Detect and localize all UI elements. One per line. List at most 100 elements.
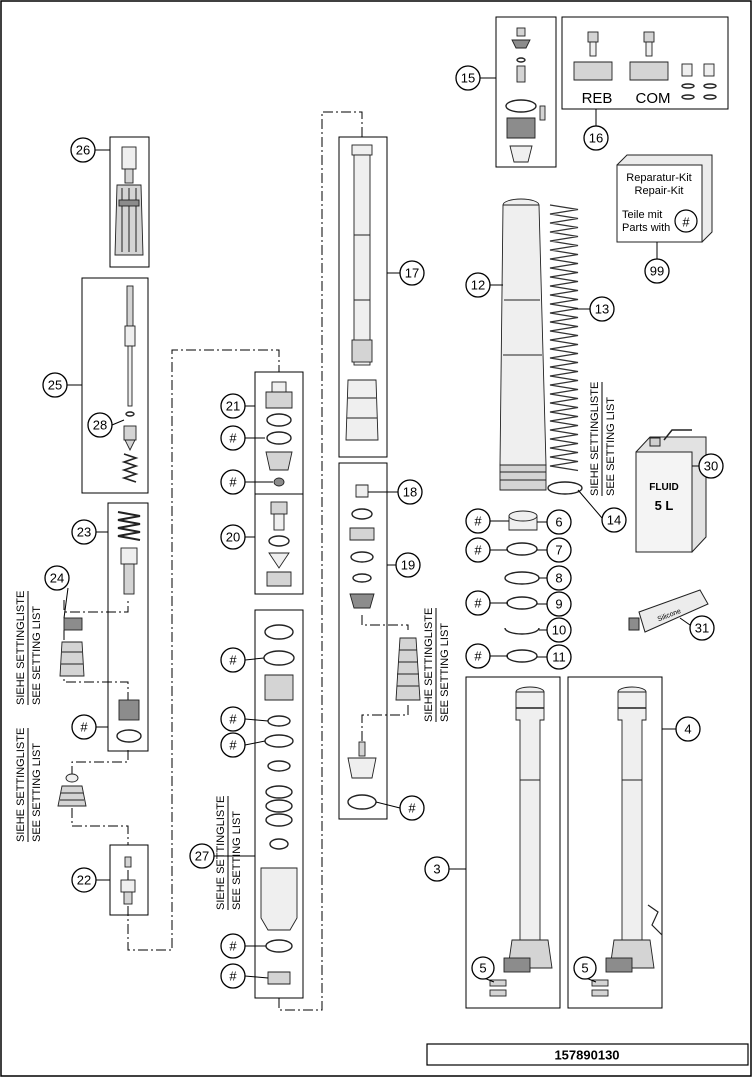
part-20-illustration bbox=[266, 501, 292, 587]
assembly-line-22-to-21 bbox=[127, 349, 280, 951]
document-number-box bbox=[426, 1043, 749, 1066]
part-24-illustration bbox=[59, 617, 85, 677]
part-23-illustration bbox=[116, 511, 142, 743]
callout-17: 17 bbox=[399, 260, 425, 286]
part-15-illustration bbox=[505, 27, 546, 163]
callout-30: 30 bbox=[698, 453, 724, 479]
setting-note-19-en: SEE SETTING LIST bbox=[439, 623, 451, 722]
part-21-illustration bbox=[265, 381, 293, 487]
bump-rubber-illustration bbox=[57, 773, 87, 807]
callout-26: 26 bbox=[70, 137, 96, 163]
callout-16-label: 16 bbox=[589, 131, 603, 146]
callout-7: 7 bbox=[546, 537, 572, 563]
part-26-illustration bbox=[114, 146, 144, 256]
callout-27: 27 bbox=[189, 843, 215, 869]
callout-22: 22 bbox=[71, 867, 97, 893]
callout-21: 21 bbox=[220, 393, 246, 419]
setting-note-13: SIEHE SETTINGLISTE SEE SETTING LIST bbox=[589, 382, 617, 496]
callout-hash-9: # bbox=[465, 590, 491, 616]
part-12-illustration bbox=[499, 198, 547, 491]
setting-note-27: SIEHE SETTINGLISTE SEE SETTING LIST bbox=[215, 796, 243, 910]
callout-5-left: 5 bbox=[471, 956, 495, 980]
callout-23: 23 bbox=[71, 519, 97, 545]
callout-14: 14 bbox=[601, 507, 627, 533]
callout-25: 25 bbox=[42, 372, 68, 398]
callout-hash-23: # bbox=[71, 714, 97, 740]
oil-can-brand: FLUID bbox=[649, 482, 678, 493]
part-19-illustration bbox=[347, 484, 421, 810]
callout-20-label: 20 bbox=[226, 530, 240, 545]
callout-hash-11: # bbox=[465, 643, 491, 669]
callout-hash-27b: # bbox=[220, 706, 246, 732]
callout-hash-19-label: # bbox=[408, 801, 416, 816]
part-14-illustration bbox=[547, 481, 583, 495]
callout-31: 31 bbox=[689, 615, 715, 641]
callout-hash-11-label: # bbox=[474, 649, 482, 664]
oil-can-illustration: FLUID 5 L bbox=[635, 429, 707, 553]
setting-note-19: SIEHE SETTINGLISTE SEE SETTING LIST bbox=[423, 608, 451, 722]
repair-kit-line-4: Parts with bbox=[622, 222, 670, 234]
callout-hash-7-label: # bbox=[474, 543, 482, 558]
setting-note-13-de: SIEHE SETTINGLISTE bbox=[589, 382, 601, 496]
setting-note-24-de: SIEHE SETTINGLISTE bbox=[15, 591, 27, 705]
callout-hash-27e: # bbox=[220, 963, 246, 989]
callout-99-label: 99 bbox=[650, 264, 664, 279]
setting-note-13-en: SEE SETTING LIST bbox=[605, 397, 617, 496]
callout-21-label: 21 bbox=[226, 399, 240, 414]
callout-7-label: 7 bbox=[555, 543, 562, 558]
callout-hash-7: # bbox=[465, 537, 491, 563]
part-4-illustration bbox=[591, 686, 663, 997]
part-17-illustration bbox=[345, 144, 379, 441]
setting-note-24: SIEHE SETTINGLISTE SEE SETTING LIST bbox=[15, 591, 43, 705]
callout-15: 15 bbox=[455, 65, 481, 91]
parts-6-to-11-illustration bbox=[504, 510, 540, 663]
assembly-line-to-22 bbox=[71, 808, 129, 845]
callout-hash-21b-label: # bbox=[229, 475, 237, 490]
callout-26-label: 26 bbox=[76, 143, 90, 158]
callout-19: 19 bbox=[395, 552, 421, 578]
callout-30-label: 30 bbox=[704, 459, 718, 474]
callout-hash-9-label: # bbox=[474, 596, 482, 611]
callout-15-label: 15 bbox=[461, 71, 475, 86]
callout-19-label: 19 bbox=[401, 558, 415, 573]
document-number: 157890130 bbox=[554, 1048, 619, 1063]
part-27-illustration bbox=[260, 624, 298, 985]
assembly-line-19-bumper bbox=[361, 615, 409, 630]
reb-label: REB bbox=[582, 90, 613, 107]
callout-hash-27a: # bbox=[220, 647, 246, 673]
callout-hash-27c: # bbox=[220, 732, 246, 758]
part-16-illustration: REB COM bbox=[573, 31, 717, 107]
box-part-17 bbox=[338, 136, 388, 458]
assembly-line-bumper bbox=[71, 750, 129, 778]
callout-12: 12 bbox=[465, 272, 491, 298]
callout-23-label: 23 bbox=[77, 525, 91, 540]
part-3-illustration bbox=[489, 686, 553, 997]
callout-10: 10 bbox=[546, 617, 572, 643]
box-part-19 bbox=[338, 462, 388, 820]
part-13-illustration bbox=[549, 204, 579, 472]
callout-hash-27b-label: # bbox=[229, 712, 237, 727]
assembly-line-27-to-17 bbox=[278, 111, 363, 1011]
setting-note-19-de: SIEHE SETTINGLISTE bbox=[423, 608, 435, 722]
part-25-illustration bbox=[121, 285, 139, 483]
callout-hash-27e-label: # bbox=[229, 969, 237, 984]
callout-11: 11 bbox=[546, 644, 572, 670]
callout-hash-21a: # bbox=[220, 425, 246, 451]
repair-kit-box: Reparatur-Kit Repair-Kit Teile mit Parts… bbox=[616, 154, 713, 243]
callout-9: 9 bbox=[546, 591, 572, 617]
repair-kit-hash: # bbox=[682, 215, 690, 230]
com-label: COM bbox=[636, 90, 671, 107]
box-part-15 bbox=[495, 16, 557, 168]
callout-99: 99 bbox=[644, 258, 670, 284]
callout-17-label: 17 bbox=[405, 266, 419, 281]
callout-13: 13 bbox=[589, 296, 615, 322]
callout-12-label: 12 bbox=[471, 278, 485, 293]
setting-note-27-en: SEE SETTING LIST bbox=[231, 811, 243, 910]
callout-8-label: 8 bbox=[555, 571, 562, 586]
callout-hash-27d: # bbox=[220, 933, 246, 959]
callout-hash-21b: # bbox=[220, 469, 246, 495]
callout-3-label: 3 bbox=[433, 862, 440, 877]
callout-28: 28 bbox=[87, 412, 113, 438]
